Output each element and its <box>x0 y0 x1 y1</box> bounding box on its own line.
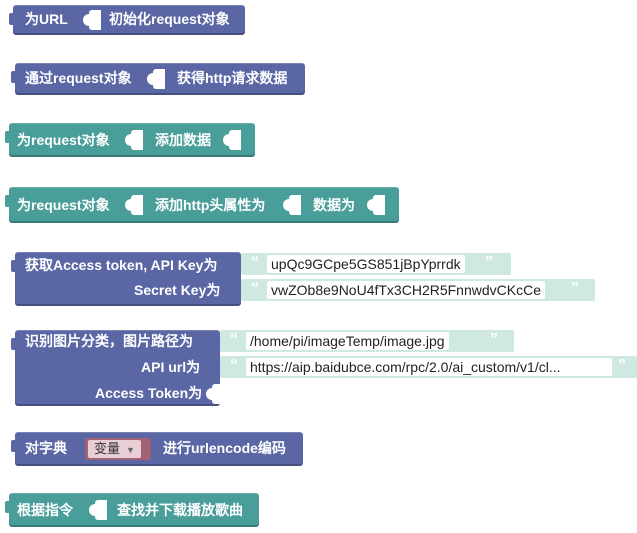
string-block-image-path[interactable]: “ /home/pi/imageTemp/image.jpg ” <box>220 330 514 352</box>
input-socket[interactable] <box>223 130 241 150</box>
quote-open: “ <box>251 280 259 297</box>
string-block-api-key[interactable]: “ upQc9GCpe5GS851jBpYprrdk ” <box>241 253 511 275</box>
input-socket[interactable] <box>83 10 101 30</box>
image-path-input[interactable]: /home/pi/imageTemp/image.jpg <box>246 332 449 350</box>
block-label: 获得http请求数据 <box>177 70 288 86</box>
block-label: 通过request对象 <box>25 70 132 86</box>
variable-dropdown[interactable]: 变量 ▼ <box>88 440 141 458</box>
input-socket[interactable] <box>147 69 165 89</box>
block-connector <box>11 440 17 452</box>
quote-close: ” <box>490 331 498 348</box>
input-socket[interactable] <box>125 195 143 215</box>
string-block-secret-key[interactable]: “ vwZOb8e9NoU4fTx3CH2R5FnnwdvCKcCe ” <box>241 279 595 301</box>
block-connector <box>5 501 11 513</box>
block-connector <box>5 131 11 143</box>
block-label: 数据为 <box>313 197 355 213</box>
block-label: 为request对象 <box>17 132 110 148</box>
block-init-request[interactable]: 为URL 初始化request对象 <box>9 5 245 35</box>
quote-close: ” <box>618 357 626 374</box>
block-add-data[interactable]: 为request对象 添加数据 <box>5 123 255 157</box>
quote-close: ” <box>571 280 579 297</box>
block-label: 对字典 <box>25 440 67 456</box>
block-label: 查找并下载播放歌曲 <box>117 502 243 518</box>
quote-open: “ <box>251 254 259 271</box>
quote-open: “ <box>230 357 238 374</box>
block-add-http-header[interactable]: 为request对象 添加http头属性为 数据为 <box>5 187 399 223</box>
input-socket[interactable] <box>283 195 301 215</box>
block-label: 添加数据 <box>155 132 211 148</box>
quote-open: “ <box>230 331 238 348</box>
variable-name: 变量 <box>94 441 121 456</box>
block-connector <box>5 195 11 207</box>
block-connector <box>9 13 15 25</box>
block-label: 初始化request对象 <box>109 11 230 27</box>
block-label: 进行urlencode编码 <box>163 440 286 456</box>
block-label: API url为 <box>141 359 201 375</box>
input-socket[interactable] <box>367 195 385 215</box>
string-block-api-url[interactable]: “ https://aip.baidubce.com/rpc/2.0/ai_cu… <box>220 356 637 378</box>
block-label: 添加http头属性为 <box>155 197 266 213</box>
dropdown-arrow-icon: ▼ <box>126 445 135 455</box>
block-label: Secret Key为 <box>134 282 221 298</box>
block-get-http-data[interactable]: 通过request对象 获得http请求数据 <box>11 63 305 95</box>
block-label: 根据指令 <box>17 502 73 518</box>
block-connector <box>11 260 17 272</box>
block-label: 获取Access token, API Key为 <box>25 257 218 273</box>
api-url-input[interactable]: https://aip.baidubce.com/rpc/2.0/ai_cust… <box>246 358 612 376</box>
block-play-song[interactable]: 根据指令 查找并下载播放歌曲 <box>5 493 259 527</box>
quote-close: ” <box>485 254 493 271</box>
block-label: Access Token为 <box>95 385 203 401</box>
block-connector <box>11 71 17 83</box>
block-label: 为request对象 <box>17 197 110 213</box>
block-label: 识别图片分类，图片路径为 <box>25 333 193 349</box>
secret-key-input[interactable]: vwZOb8e9NoU4fTx3CH2R5FnnwdvCKcCe <box>267 281 545 299</box>
input-socket[interactable] <box>89 500 107 520</box>
block-get-access-token[interactable]: 获取Access token, API Key为 Secret Key为 <box>11 252 241 306</box>
block-image-classify[interactable]: 识别图片分类，图片路径为 API url为 Access Token为 <box>11 330 220 406</box>
block-urlencode[interactable]: 对字典 变量 ▼ 进行urlencode编码 <box>11 432 303 466</box>
block-label: 为URL <box>25 11 68 27</box>
api-key-input[interactable]: upQc9GCpe5GS851jBpYprrdk <box>267 255 465 273</box>
input-socket[interactable] <box>125 130 143 150</box>
block-connector <box>11 338 17 350</box>
variable-block[interactable]: 变量 ▼ <box>85 438 151 460</box>
input-socket[interactable] <box>206 384 220 404</box>
